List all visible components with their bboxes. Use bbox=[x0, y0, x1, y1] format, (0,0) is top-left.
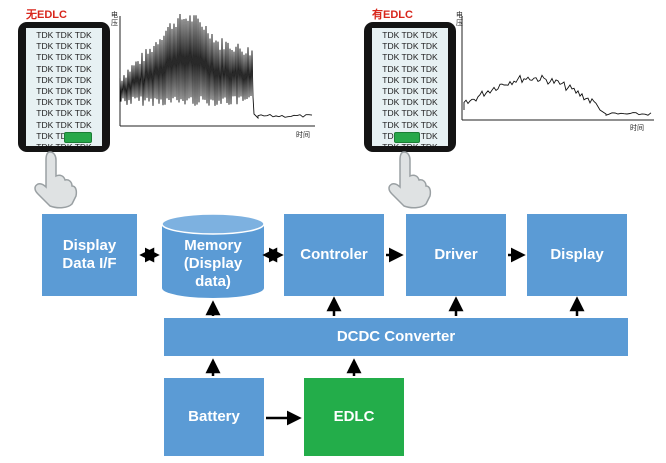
left-screen-line: TDK TDK TDK bbox=[36, 119, 92, 130]
right-screen-line: TDK TDK TDK bbox=[382, 97, 438, 108]
right-finger-icon bbox=[388, 151, 432, 209]
display-block: Display bbox=[527, 214, 627, 296]
right-slider-handle bbox=[394, 132, 420, 143]
memory-line2: (Display bbox=[183, 255, 243, 272]
driver-block: Driver bbox=[406, 214, 506, 296]
right-screen-line: TDK TDK TDK bbox=[382, 30, 438, 40]
right-screen-line: TDK TDK TDK bbox=[382, 86, 438, 97]
memory-cylinder bbox=[161, 213, 265, 298]
right-screen-line: TDK TDK TDK bbox=[382, 63, 438, 74]
right-panel-title: 有EDLC bbox=[372, 9, 413, 21]
left-screen-line: TDK TDK TDK bbox=[36, 130, 91, 141]
display-if-line2: Data I/F bbox=[62, 255, 117, 272]
memory-line1: Memory bbox=[184, 237, 242, 254]
left-chart-waveform bbox=[119, 14, 313, 120]
right-screen-line: TDK TDK TDK bbox=[382, 74, 438, 85]
left-chart-xlabel: 时间 bbox=[296, 132, 310, 139]
left-screen-line: TDK TDK TDK bbox=[36, 97, 92, 108]
left-screen-line: TDK TDK TDK bbox=[36, 41, 92, 52]
left-screen-line: TDK TDK TDK bbox=[36, 74, 92, 85]
dcdc-converter-block: DCDC Converter bbox=[164, 318, 628, 356]
right-chart-ylabel: 电压 bbox=[456, 12, 463, 27]
left-screen-line: TDK TDK TDK bbox=[36, 86, 92, 97]
right-screen-line: TDK TDK TDK bbox=[382, 41, 438, 52]
left-panel-title: 无EDLC bbox=[26, 9, 67, 21]
right-screen-line: TDK TDK TDK bbox=[372, 142, 448, 146]
left-finger-icon bbox=[34, 151, 78, 209]
left-screen-line: TDK TDK TDK bbox=[36, 52, 92, 63]
left-slider-handle bbox=[64, 132, 92, 143]
edlc-block: EDLC bbox=[304, 378, 404, 456]
battery-block: Battery bbox=[164, 378, 264, 456]
right-screen-line: TDK TDK TDK bbox=[382, 108, 438, 119]
left-screen-line: TDK TDK TDK bbox=[36, 30, 92, 40]
left-screen-line: TDK TDK TDK bbox=[36, 63, 92, 74]
left-screen-line: TDK TDK TDK bbox=[36, 108, 92, 119]
display-if-line1: Display bbox=[62, 237, 117, 254]
left-voltage-chart bbox=[119, 14, 315, 127]
memory-line3: data) bbox=[195, 273, 231, 290]
right-screen-line: TDK TDK TDK bbox=[382, 119, 438, 130]
memory-label: Memory (Display data) bbox=[162, 232, 264, 296]
right-chart-xlabel: 时间 bbox=[630, 125, 644, 132]
right-chart-waveform bbox=[463, 74, 652, 116]
right-screen-line: TDK TDK TDK bbox=[382, 52, 438, 63]
left-chart-ylabel: 电压 bbox=[111, 12, 118, 27]
left-screen-line: TDK TDK TDK bbox=[26, 142, 102, 146]
display-data-if-block: Display Data I/F bbox=[42, 214, 137, 296]
controler-block: Controler bbox=[284, 214, 384, 296]
right-voltage-chart bbox=[461, 16, 654, 121]
